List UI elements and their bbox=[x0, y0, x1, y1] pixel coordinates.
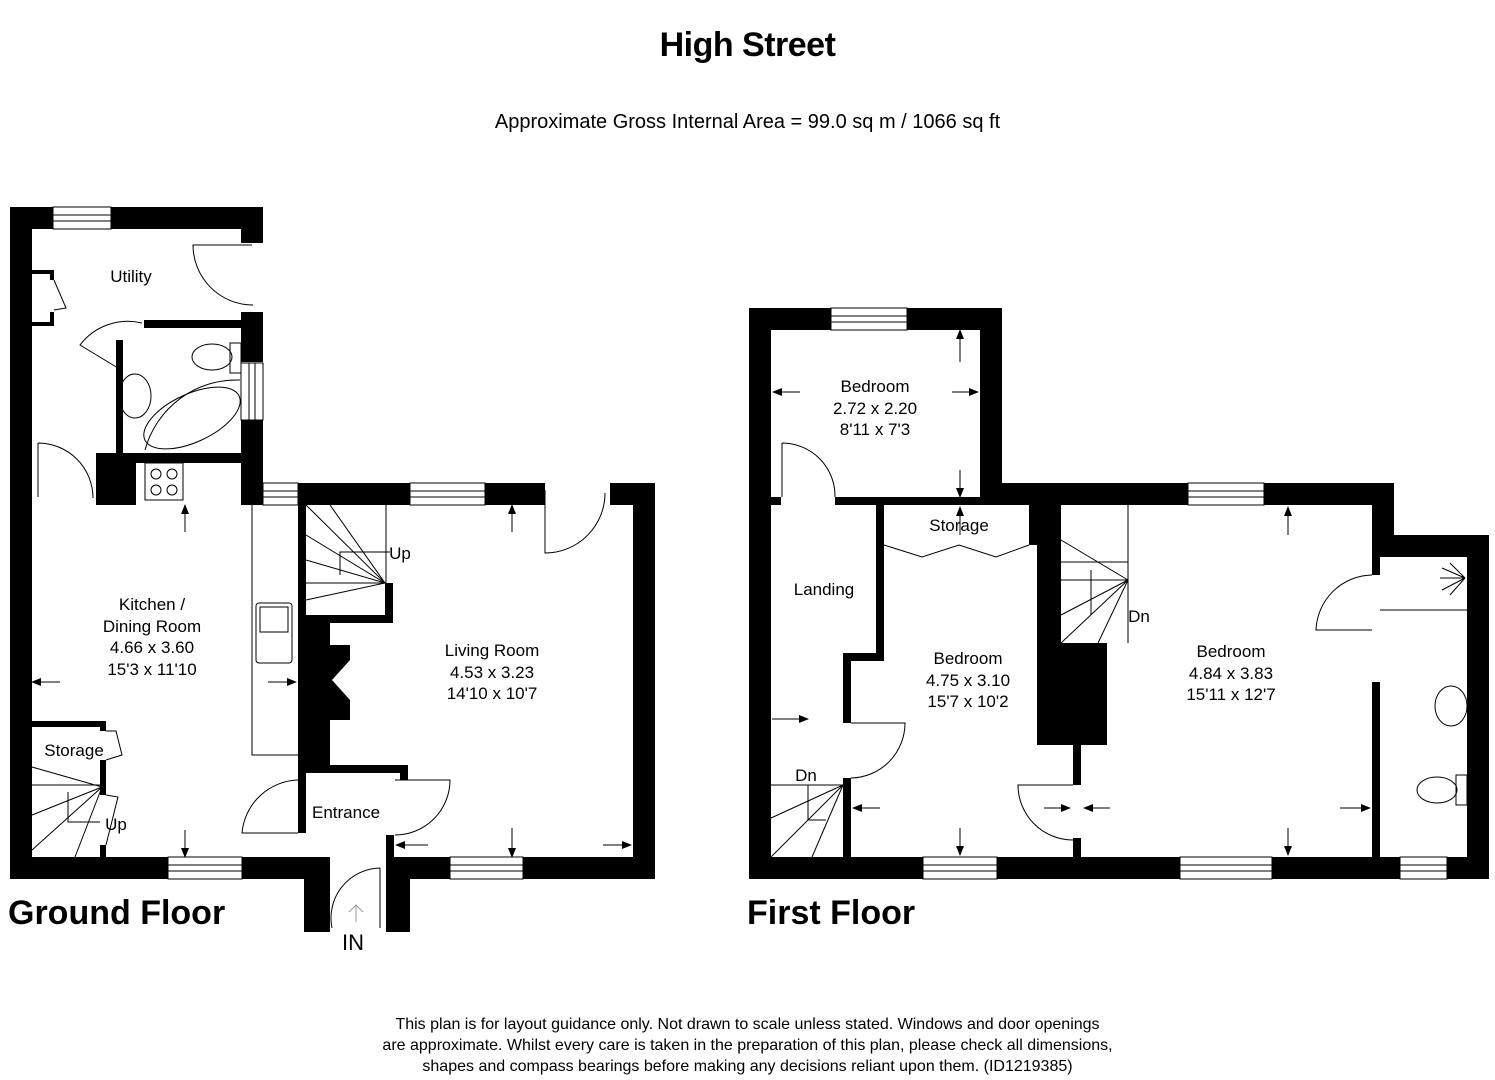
room-label-landing: Landing bbox=[793, 580, 855, 599]
stairs-up-label: Up bbox=[389, 544, 411, 563]
disclaimer-line: are approximate. Whilst every care is ta… bbox=[382, 1037, 1113, 1054]
floor-label-ground: Ground Floor bbox=[8, 894, 226, 932]
stairs-down-label: Dn bbox=[795, 766, 817, 785]
room-dimensions-metric: 4.53 x 3.23 bbox=[449, 662, 535, 682]
first-floor-fixtures bbox=[770, 329, 1468, 858]
room-label-kitchen-dining: Kitchen / Dining Room 4.66 x 3.60 15'3 x… bbox=[103, 594, 201, 680]
room-dimensions-imperial: 14'10 x 10'7 bbox=[446, 684, 538, 703]
room-label-entrance: Entrance bbox=[311, 803, 381, 822]
room-dimensions-imperial: 15'11 x 12'7 bbox=[1186, 685, 1276, 704]
ground-floor-windows bbox=[52, 206, 524, 880]
room-label-storage: Storage bbox=[929, 516, 989, 535]
room-label-bedroom-large: Bedroom 4.84 x 3.83 15'11 x 12'7 bbox=[1186, 641, 1275, 706]
room-label-bedroom-small: Bedroom 2.72 x 2.20 8'11 x 7'3 bbox=[833, 376, 917, 441]
floor-label-first: First Floor bbox=[747, 894, 916, 932]
room-dimensions-metric: 4.84 x 3.83 bbox=[1188, 663, 1274, 683]
entry-label: IN bbox=[342, 930, 364, 955]
plan-title: High Street bbox=[659, 26, 836, 64]
room-name: Living Room bbox=[444, 641, 540, 660]
room-label-bedroom-middle: Bedroom 4.75 x 3.10 15'7 x 10'2 bbox=[926, 648, 1010, 713]
room-name: Bedroom bbox=[933, 649, 1003, 668]
room-name: Kitchen / bbox=[118, 595, 186, 614]
room-dimensions-metric: 2.72 x 2.20 bbox=[832, 398, 918, 418]
room-dimensions-imperial: 8'11 x 7'3 bbox=[839, 420, 911, 439]
stairs-down-label: Dn bbox=[1128, 607, 1150, 626]
room-label-living-room: Living Room 4.53 x 3.23 14'10 x 10'7 bbox=[445, 640, 540, 705]
first-floor-windows bbox=[830, 307, 1448, 880]
disclaimer-line: shapes and compass bearings before makin… bbox=[422, 1058, 1073, 1075]
room-dimensions-imperial: 15'3 x 11'10 bbox=[107, 659, 197, 679]
room-label-utility: Utility bbox=[110, 267, 152, 286]
room-dimensions-imperial: 15'7 x 10'2 bbox=[927, 692, 1009, 711]
disclaimer: This plan is for layout guidance only. N… bbox=[300, 1014, 1195, 1077]
room-dimensions-metric: 4.66 x 3.60 bbox=[109, 638, 195, 657]
room-label-storage: Storage bbox=[44, 741, 104, 760]
disclaimer-line: This plan is for layout guidance only. N… bbox=[395, 1016, 1100, 1033]
stairs-up-label: Up bbox=[105, 815, 127, 834]
room-name: Bedroom bbox=[840, 377, 910, 396]
room-dimensions-metric: 4.75 x 3.10 bbox=[925, 670, 1011, 690]
gross-internal-area: Approximate Gross Internal Area = 99.0 s… bbox=[494, 111, 1001, 133]
room-name: Bedroom bbox=[1196, 642, 1266, 661]
ground-floor-fixtures bbox=[31, 244, 632, 929]
first-floor-walls bbox=[749, 308, 1489, 879]
room-name: Dining Room bbox=[102, 616, 202, 636]
